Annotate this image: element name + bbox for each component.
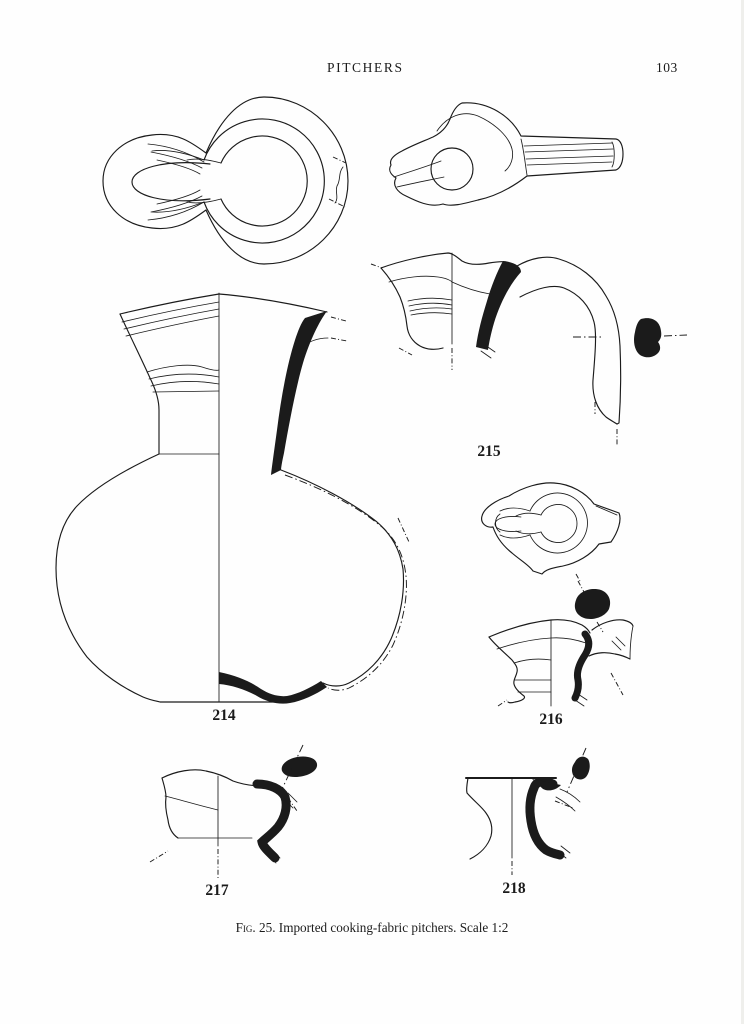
drawing-fragment-217: 217 [149, 744, 318, 899]
handle-section [281, 756, 318, 777]
drawing-fragment-215: 215 [370, 252, 688, 460]
catalog-number-217: 217 [205, 882, 229, 899]
page-number: 103 [656, 60, 678, 75]
catalog-number-216: 216 [539, 711, 563, 728]
handle-section [634, 318, 662, 358]
section-profile-neck [476, 261, 521, 350]
section-tick [332, 156, 347, 164]
drawing-fragment-218: 218 [465, 747, 590, 897]
catalog-number-214: 214 [212, 707, 236, 724]
catalog-number-218: 218 [502, 880, 526, 897]
figure-caption-text: Imported cooking-fabric pitchers. Scale … [275, 920, 509, 935]
section-profile-neck [525, 777, 565, 860]
handle-section [574, 589, 611, 619]
section-profile-neck [571, 630, 593, 702]
page-title: PITCHERS [327, 60, 404, 75]
restored-outline [284, 474, 407, 691]
figure-caption-number: Fig. 25. [235, 920, 276, 935]
drawing-mouth-plan-left [102, 96, 349, 265]
section-tick [397, 517, 410, 543]
rim-break-tick [330, 316, 347, 322]
catalog-number-215: 215 [477, 443, 501, 460]
rim-break-tick [330, 337, 348, 342]
section-profile-neck [252, 779, 291, 863]
section-profile-base [219, 672, 327, 704]
scan-edge [741, 0, 744, 1024]
drawing-pitcher-214: 214 [55, 292, 410, 724]
drawing-mouth-plan-small [481, 482, 621, 584]
handle-section [571, 756, 590, 780]
section-profile-neck [271, 311, 327, 475]
figure-caption: Fig. 25. Imported cooking-fabric pitcher… [0, 920, 744, 936]
section-tick [328, 198, 346, 208]
drawing-mouth-plan-with-handle [389, 102, 624, 206]
drawing-fragment-216: 216 [488, 580, 634, 728]
